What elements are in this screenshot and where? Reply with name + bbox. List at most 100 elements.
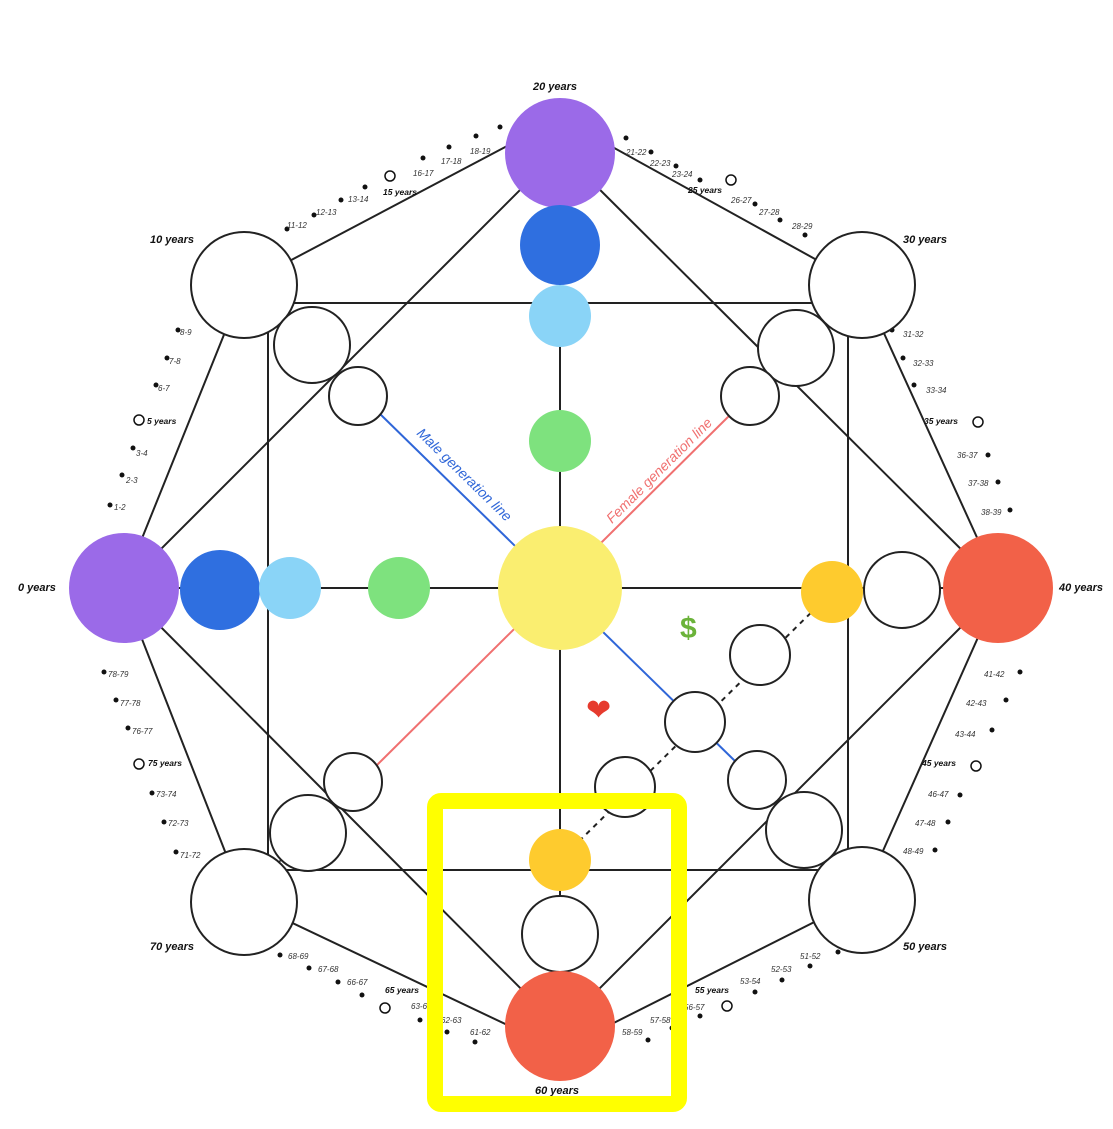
minor-age-labels: 1-2 2-3 3-4 6-7 7-8 8-9 11-12 12-13 13-1… bbox=[108, 147, 1005, 1037]
label-40-years: 40 years bbox=[1058, 582, 1103, 594]
circle-bottom-orange bbox=[529, 829, 591, 891]
heart-icon: ❤ bbox=[586, 694, 611, 727]
label-66-67: 66-67 bbox=[347, 978, 368, 987]
circle-inner-tl bbox=[328, 366, 388, 426]
circle-center-yellow bbox=[498, 526, 622, 650]
circle-70-years bbox=[190, 848, 298, 956]
label-48-49: 48-49 bbox=[903, 847, 924, 856]
circle-chain-1 bbox=[729, 624, 791, 686]
circle-40-years-red bbox=[943, 533, 1053, 643]
circle-left-green bbox=[368, 557, 430, 619]
label-71-72: 71-72 bbox=[180, 851, 201, 860]
dollar-icon: $ bbox=[680, 612, 697, 645]
label-73-74: 73-74 bbox=[156, 790, 177, 799]
label-12-13: 12-13 bbox=[316, 208, 337, 217]
label-3-4: 3-4 bbox=[136, 449, 148, 458]
label-42-43: 42-43 bbox=[966, 699, 987, 708]
highlight-box bbox=[427, 793, 687, 1112]
label-68-69: 68-69 bbox=[288, 952, 309, 961]
label-16-17: 16-17 bbox=[413, 169, 434, 178]
label-5-years: 5 years bbox=[147, 416, 177, 426]
circle-square-br bbox=[765, 791, 843, 869]
circle-0-years-purple bbox=[69, 533, 179, 643]
female-generation-line-label: Female generation line bbox=[603, 414, 715, 526]
label-1-2: 1-2 bbox=[114, 503, 126, 512]
label-31-32: 31-32 bbox=[903, 330, 924, 339]
circle-inner-bl bbox=[323, 752, 383, 812]
label-46-47: 46-47 bbox=[928, 790, 949, 799]
label-27-28: 27-28 bbox=[758, 208, 780, 217]
circle-top-green bbox=[529, 410, 591, 472]
label-77-78: 77-78 bbox=[120, 699, 141, 708]
label-47-48: 47-48 bbox=[915, 819, 936, 828]
label-7-8: 7-8 bbox=[169, 357, 181, 366]
label-57-58: 57-58 bbox=[650, 1016, 671, 1025]
male-generation-line-label: Male generation line bbox=[414, 425, 516, 525]
circle-50-years bbox=[808, 846, 916, 954]
label-75-years: 75 years bbox=[148, 758, 182, 768]
circle-inner-tr bbox=[720, 366, 780, 426]
label-13-14: 13-14 bbox=[348, 195, 369, 204]
label-38-39: 38-39 bbox=[981, 508, 1002, 517]
label-70-years: 70 years bbox=[150, 941, 194, 953]
label-36-37: 36-37 bbox=[957, 451, 978, 460]
label-61-62: 61-62 bbox=[470, 1028, 491, 1037]
label-23-24: 23-24 bbox=[671, 170, 693, 179]
label-56-57: 56-57 bbox=[684, 1003, 705, 1012]
label-35-years: 35 years bbox=[924, 416, 958, 426]
label-65-years: 65 years bbox=[385, 985, 419, 995]
label-78-79: 78-79 bbox=[108, 670, 129, 679]
label-18-19: 18-19 bbox=[470, 147, 491, 156]
label-11-12: 11-12 bbox=[287, 221, 307, 230]
circle-left-dark-blue bbox=[180, 550, 260, 630]
circle-right-orange bbox=[801, 561, 863, 623]
label-60-years: 60 years bbox=[535, 1085, 579, 1097]
label-33-34: 33-34 bbox=[926, 386, 947, 395]
label-28-29: 28-29 bbox=[791, 222, 813, 231]
circle-square-tr bbox=[757, 309, 835, 387]
circle-square-bl bbox=[269, 794, 347, 872]
label-30-years: 30 years bbox=[903, 234, 947, 246]
label-15-years: 15 years bbox=[383, 187, 417, 197]
circle-chain-2 bbox=[664, 691, 726, 753]
circle-left-light-blue bbox=[259, 557, 321, 619]
label-6-7: 6-7 bbox=[158, 384, 170, 393]
label-50-years: 50 years bbox=[903, 941, 947, 953]
circle-square-tl bbox=[273, 306, 351, 384]
label-10-years: 10 years bbox=[150, 234, 194, 246]
label-63-64: 63-64 bbox=[411, 1002, 432, 1011]
circle-top-light-blue bbox=[529, 285, 591, 347]
circle-60-years-red bbox=[505, 971, 615, 1081]
label-26-27: 26-27 bbox=[730, 196, 752, 205]
label-51-52: 51-52 bbox=[800, 952, 821, 961]
label-2-3: 2-3 bbox=[125, 476, 138, 485]
label-8-9: 8-9 bbox=[180, 328, 192, 337]
label-17-18: 17-18 bbox=[441, 157, 462, 166]
label-45-years: 45 years bbox=[921, 758, 956, 768]
label-20-years: 20 years bbox=[532, 81, 577, 93]
label-72-73: 72-73 bbox=[168, 819, 189, 828]
label-67-68: 67-68 bbox=[318, 965, 339, 974]
label-62-63: 62-63 bbox=[441, 1016, 462, 1025]
mid-age-markers bbox=[133, 170, 984, 1014]
label-25-years: 25 years bbox=[687, 185, 722, 195]
circle-10-years bbox=[190, 231, 298, 339]
label-58-59: 58-59 bbox=[622, 1028, 643, 1037]
label-41-42: 41-42 bbox=[984, 670, 1005, 679]
circle-bottom-inner bbox=[521, 895, 599, 973]
label-0-years: 0 years bbox=[18, 582, 56, 594]
label-55-years: 55 years bbox=[695, 985, 729, 995]
circle-30-years bbox=[808, 231, 916, 339]
circle-right-inner bbox=[863, 551, 941, 629]
label-21-22: 21-22 bbox=[625, 148, 647, 157]
label-32-33: 32-33 bbox=[913, 359, 934, 368]
label-76-77: 76-77 bbox=[132, 727, 153, 736]
circle-inner-br bbox=[727, 750, 787, 810]
label-52-53: 52-53 bbox=[771, 965, 792, 974]
label-37-38: 37-38 bbox=[968, 479, 989, 488]
circle-20-years-purple bbox=[505, 98, 615, 208]
label-22-23: 22-23 bbox=[649, 159, 671, 168]
label-43-44: 43-44 bbox=[955, 730, 976, 739]
circle-top-dark-blue bbox=[520, 205, 600, 285]
